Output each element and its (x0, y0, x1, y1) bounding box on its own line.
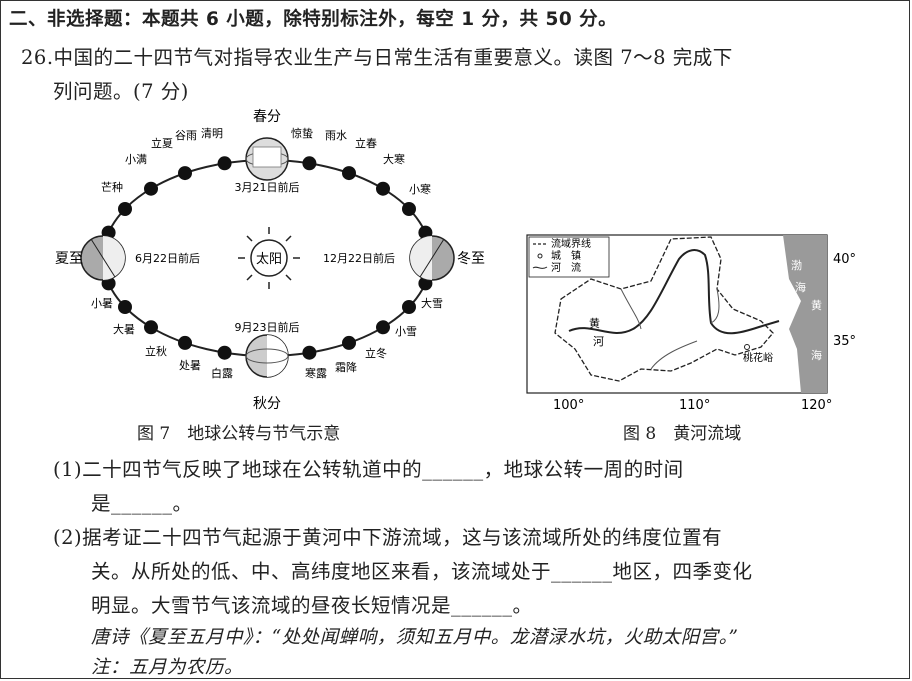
term-label: 小暑 (91, 297, 113, 310)
legend-boundary: 流域界线 (551, 237, 591, 250)
orbit-position-dot (342, 166, 356, 181)
section-header: 二、非选择题：本题共 6 小题，除特别标注外，每空 1 分，共 50 分。 (9, 9, 618, 30)
date-december: 12月22日前后 (323, 251, 395, 265)
term-label: 小满 (125, 153, 147, 166)
earth-summer-icon (80, 235, 126, 281)
orbit-position-dot (118, 300, 132, 314)
question-text: 中国的二十四节气对指导农业生产与日常生活有重要意义。读图 7～8 完成下 (53, 46, 733, 69)
term-label: 小雪 (395, 325, 417, 338)
term-label: 处暑 (179, 359, 201, 372)
earth-winter-icon (409, 235, 455, 281)
legend-town: 城 镇 (551, 249, 581, 262)
earth-autumn-icon (245, 334, 289, 378)
q2-line3: 明显。大雪节气该流域的昼夜长短情况是______。 (91, 594, 533, 617)
label-summer: 夏至 (55, 251, 83, 267)
orbit-position-dot (342, 335, 356, 350)
yellow-river-map: 流域界线 城 镇 河 流 桃花峪 黄 河 渤 海 黄 海 40° 35° 100… (526, 234, 856, 413)
question-26-line2: 列问题。(7 分) (53, 80, 189, 103)
figure-8-caption: 图 8 黄河流域 (623, 424, 742, 444)
term-label: 立夏 (151, 136, 173, 150)
orbit-position-dot (376, 320, 390, 335)
orbit-position-dot (118, 202, 132, 216)
lon-120-label: 120° (801, 398, 832, 413)
basin-label-1: 黄 (589, 316, 600, 330)
orbit-position-dot (178, 166, 192, 181)
basin-label-2: 河 (593, 335, 604, 348)
orbit-position-dot (402, 300, 416, 314)
orbit-position-dot (302, 345, 317, 360)
q2-poem: 唐诗《夏至五月中》：“处处闻蝉响，须知五月中。龙潜渌水坑，火助太阳宫。” (91, 627, 739, 648)
orbit-position-dot (402, 202, 416, 216)
term-label: 立冬 (365, 346, 387, 360)
term-label: 大暑 (113, 322, 135, 336)
lat-40-label: 40° (833, 252, 856, 267)
figure-8: 流域界线 城 镇 河 流 桃花峪 黄 河 渤 海 黄 海 40° 35° 100… (521, 229, 891, 419)
lat-35-label: 35° (833, 334, 856, 349)
term-label: 小寒 (409, 182, 431, 196)
lon-100-label: 100° (553, 398, 584, 413)
label-winter: 冬至 (457, 251, 485, 267)
city-label: 桃花峪 (743, 351, 773, 364)
q1-line1: (1)二十四节气反映了地球在公转轨道中的______，地球公转一周的时间 (53, 458, 684, 481)
figure-7-caption: 图 7 地球公转与节气示意 (137, 424, 341, 444)
sea-label-2: 海 (795, 280, 806, 294)
date-march: 3月21日前后 (235, 180, 300, 194)
earth-spring-icon (245, 137, 289, 181)
orbit-position-dot (376, 181, 390, 196)
label-autumn: 秋分 (253, 396, 281, 412)
term-label: 谷雨 (175, 129, 197, 142)
term-label: 寒露 (305, 366, 327, 380)
term-label: 雨水 (325, 129, 347, 142)
term-label: 立春 (355, 136, 377, 150)
sea-label-1: 渤 (791, 259, 802, 272)
term-label: 白露 (211, 366, 233, 380)
term-label: 清明 (201, 127, 223, 140)
q2-line2: 关。从所处的低、中、高纬度地区来看，该流域处于______地区，四季变化 (91, 560, 753, 583)
orbit-position-dot (217, 156, 232, 171)
term-label: 霜降 (335, 360, 357, 374)
sun-label: 太阳 (256, 252, 282, 267)
orbit-position-dot (217, 345, 232, 360)
term-label: 芒种 (101, 180, 123, 194)
orbit-position-dot (178, 335, 192, 350)
orbit-position-dot (144, 320, 158, 335)
date-june: 6月22日前后 (135, 251, 200, 265)
term-label: 立秋 (145, 344, 167, 358)
term-label: 大寒 (383, 152, 405, 166)
sea-label-3: 黄 (811, 298, 822, 312)
label-spring: 春分 (253, 109, 281, 125)
term-label: 惊蛰 (291, 126, 313, 140)
lon-110-label: 110° (679, 398, 710, 413)
sea-label-4: 海 (811, 348, 822, 362)
legend-river: 河 流 (551, 261, 581, 274)
question-26-line1: 26.中国的二十四节气对指导农业生产与日常生活有重要意义。读图 7～8 完成下 (21, 41, 733, 70)
figure-7: 太阳 春分 秋分 (51, 103, 491, 413)
date-september: 9月23日前后 (235, 320, 300, 334)
question-number: 26. (21, 46, 54, 69)
orbit-diagram: 太阳 春分 秋分 (55, 109, 485, 412)
term-label: 大雪 (421, 296, 443, 310)
q2-note: 注：五月为农历。 (91, 657, 244, 678)
orbit-position-dot (144, 181, 158, 196)
sun-icon (238, 227, 300, 289)
q2-line1: (2)据考证二十四节气起源于黄河中下游流域，这与该流域所处的纬度位置有 (53, 526, 723, 549)
orbit-position-dot (302, 156, 317, 171)
q1-line2: 是______。 (91, 492, 193, 515)
